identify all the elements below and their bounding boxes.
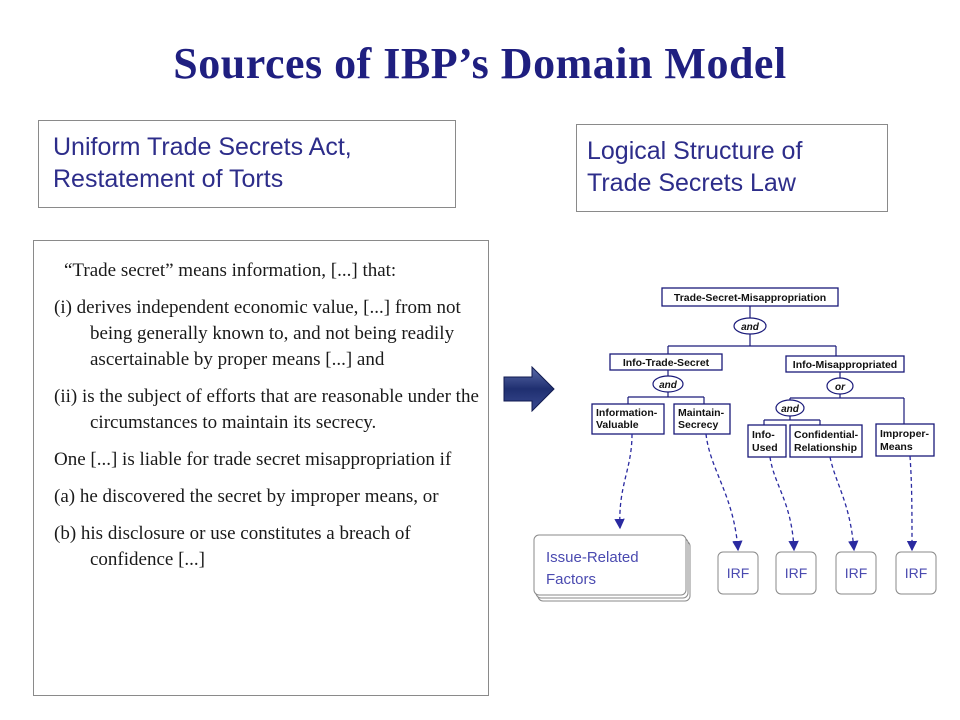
- source-label-line-2: Restatement of Torts: [53, 165, 284, 193]
- dashed-arrow-to-irf: [829, 456, 859, 552]
- node-information-valuable: [591, 403, 665, 435]
- node-label: Used: [752, 442, 778, 454]
- connector-label: and: [781, 404, 800, 415]
- issue-factor-label: Factors: [546, 571, 596, 588]
- node-label: Info-: [752, 429, 775, 441]
- node-label: Information-: [596, 407, 658, 419]
- right-arrow-icon: [503, 366, 555, 412]
- node-label: Improper-: [880, 428, 930, 440]
- irf-box: [775, 551, 817, 595]
- issue-factor-label: Issue-Related: [546, 549, 639, 566]
- tree-lines: [627, 306, 905, 425]
- irf-label: IRF: [785, 565, 808, 581]
- connector-label: and: [741, 322, 760, 333]
- node-info-misappropriated: [785, 355, 905, 373]
- slide-title: Sources of IBP’s Domain Model: [173, 39, 787, 88]
- statute-paragraph: “Trade secret” means information, [...] …: [64, 260, 397, 281]
- connector-label: or: [835, 382, 846, 393]
- node-label: Info-Trade-Secret: [623, 357, 710, 369]
- dashed-arrow-to-irf: [705, 433, 743, 552]
- logical-structure-line-1: Logical Structure of: [587, 137, 803, 165]
- node-label: Secrecy: [678, 419, 718, 431]
- node-label: Confidential-: [794, 429, 859, 441]
- statute-paragraph: One [...] is liable for trade secret mis…: [54, 449, 452, 470]
- node-improper-means: [875, 423, 935, 457]
- trade-secret-structure-diagram: Trade-Secret-Misappropriation Info-Trade…: [533, 287, 937, 602]
- node-trade-secret-misappropriation: [661, 287, 839, 307]
- irf-box: [717, 551, 759, 595]
- irf-label: IRF: [905, 565, 928, 581]
- node-label: Means: [880, 441, 913, 453]
- node-confidential-relationship: [789, 424, 863, 458]
- statute-paragraph: (ii) is the subject of efforts that are …: [54, 386, 479, 433]
- node-label: Maintain-: [678, 407, 725, 419]
- connector-and-root: [733, 317, 767, 335]
- statute-paragraph: (i) derives independent economic value, …: [54, 297, 461, 370]
- irf-box: [895, 551, 937, 595]
- node-label: Relationship: [794, 442, 857, 454]
- source-label-line-1: Uniform Trade Secrets Act,: [53, 133, 352, 161]
- irf-box: [835, 551, 877, 595]
- dashed-arrow-to-irf: [769, 456, 799, 552]
- node-label: Info-Misappropriated: [793, 359, 897, 371]
- connector-and-misappropriation: [775, 399, 805, 417]
- node-maintain-secrecy: [673, 403, 731, 435]
- connector-or: [826, 377, 854, 395]
- irf-label: IRF: [845, 565, 868, 581]
- connector-and-info-trade-secret: [652, 375, 684, 393]
- dashed-arrow-to-irf: [906, 455, 918, 552]
- statute-paragraph: (a) he discovered the secret by improper…: [54, 486, 439, 507]
- dashed-arrow-to-issue-factors: [614, 433, 633, 530]
- node-label: Valuable: [596, 419, 639, 431]
- statute-text-box: “Trade secret” means information, [...] …: [33, 240, 489, 696]
- logical-structure-line-2: Trade Secrets Law: [587, 169, 796, 197]
- node-info-trade-secret: [609, 353, 723, 371]
- issue-related-factors-box: [533, 534, 687, 596]
- statute-paragraph: (b) his disclosure or use constitutes a …: [54, 523, 411, 570]
- node-label: Trade-Secret-Misappropriation: [674, 292, 826, 304]
- irf-label: IRF: [727, 565, 750, 581]
- node-info-used: [747, 424, 787, 458]
- connector-label: and: [659, 380, 678, 391]
- source-label-box: Uniform Trade Secrets Act, Restatement o…: [38, 120, 456, 208]
- logical-structure-label-box: Logical Structure of Trade Secrets Law: [576, 124, 888, 212]
